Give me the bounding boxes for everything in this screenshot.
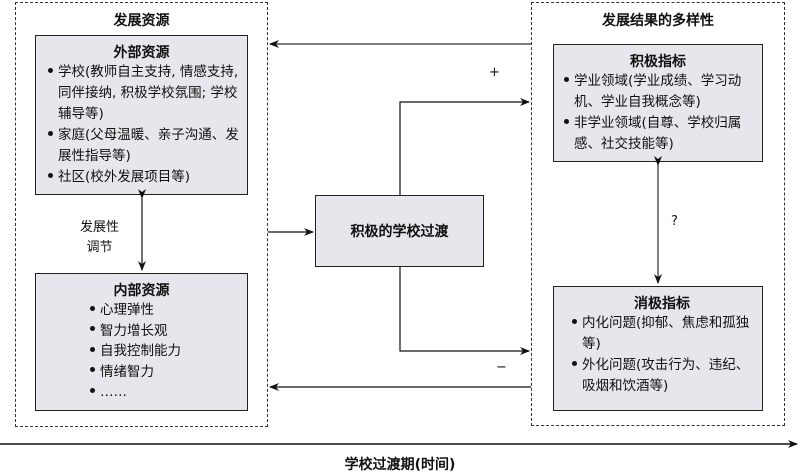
list-item: …… — [86, 382, 247, 403]
bullet-icon — [90, 346, 95, 352]
external-resources-title: 外部资源 — [113, 45, 170, 61]
list-item: 外化问题(攻击行为、违纪、吸烟和饮酒等) — [568, 355, 756, 397]
bullet-icon — [48, 172, 53, 178]
developmental-regulation-label: 发展性 调节 — [80, 220, 120, 255]
negative-path-arrow — [399, 267, 530, 355]
external-resources-box: 外部资源 学校(教师自主支持, 情感支持, 同伴接纳, 积极学校氛围; 学校辅导… — [35, 35, 248, 195]
negative-indicators-title: 消极指标 — [634, 296, 690, 312]
minus-sign: − — [496, 360, 507, 375]
bullet-icon — [564, 76, 569, 82]
bullet-icon — [48, 130, 53, 136]
bullet-icon — [90, 387, 95, 393]
list-item: 社区(校外发展项目等) — [44, 167, 239, 188]
bullet-icon — [48, 67, 53, 73]
list-item: 学业领域(学业成绩、学习动机、学业自我概念等) — [560, 71, 756, 113]
list-item: 自我控制能力 — [86, 341, 247, 362]
list-item: 非学业领域(自尊、学校归属感、社交技能等) — [560, 113, 756, 155]
bullet-icon — [90, 305, 95, 311]
plus-sign: + — [489, 65, 500, 80]
list-item: 内化问题(抑郁、焦虑和孤独等) — [568, 313, 756, 355]
bullet-icon — [90, 367, 95, 372]
list-item: 心理弹性 — [86, 300, 247, 321]
list-item: 智力增长观 — [86, 321, 247, 342]
development-resources-title: 发展资源 — [113, 13, 170, 29]
development-resources-panel — [15, 2, 268, 427]
bullet-icon — [564, 118, 569, 124]
positive-indicators-box: 积极指标 学业领域(学业成绩、学习动机、学业自我概念等) 非学业领域(自尊、学校… — [553, 44, 763, 162]
list-item: 学校(教师自主支持, 情感支持, 同伴接纳, 积极学校氛围; 学校辅导等) — [44, 62, 239, 125]
internal-resources-title: 内部资源 — [113, 283, 170, 299]
negative-indicators-box: 消极指标 内化问题(抑郁、焦虑和孤独等) 外化问题(攻击行为、违纪、吸烟和饮酒等… — [553, 286, 763, 411]
bullet-icon — [90, 326, 95, 331]
positive-indicators-title: 积极指标 — [630, 54, 686, 70]
bullet-icon — [572, 318, 577, 324]
internal-resources-box: 内部资源 心理弹性 智力增长观 自我控制能力 情绪智力 …… — [35, 273, 248, 411]
list-item: 情绪智力 — [86, 362, 247, 383]
timeline-label: 学校过渡期(时间) — [344, 457, 456, 473]
outcome-diversity-title: 发展结果的多样性 — [602, 13, 714, 29]
positive-path-arrow — [399, 98, 530, 195]
list-item: 家庭(父母温暖、亲子沟通、发展性指导等) — [44, 125, 239, 167]
bullet-icon — [572, 360, 577, 366]
positive-school-transition-title: 积极的学校过渡 — [350, 224, 449, 240]
positive-school-transition-box: 积极的学校过渡 — [315, 195, 484, 267]
outcome-diversity-panel — [531, 2, 785, 426]
question-mark-label: ? — [671, 214, 678, 229]
